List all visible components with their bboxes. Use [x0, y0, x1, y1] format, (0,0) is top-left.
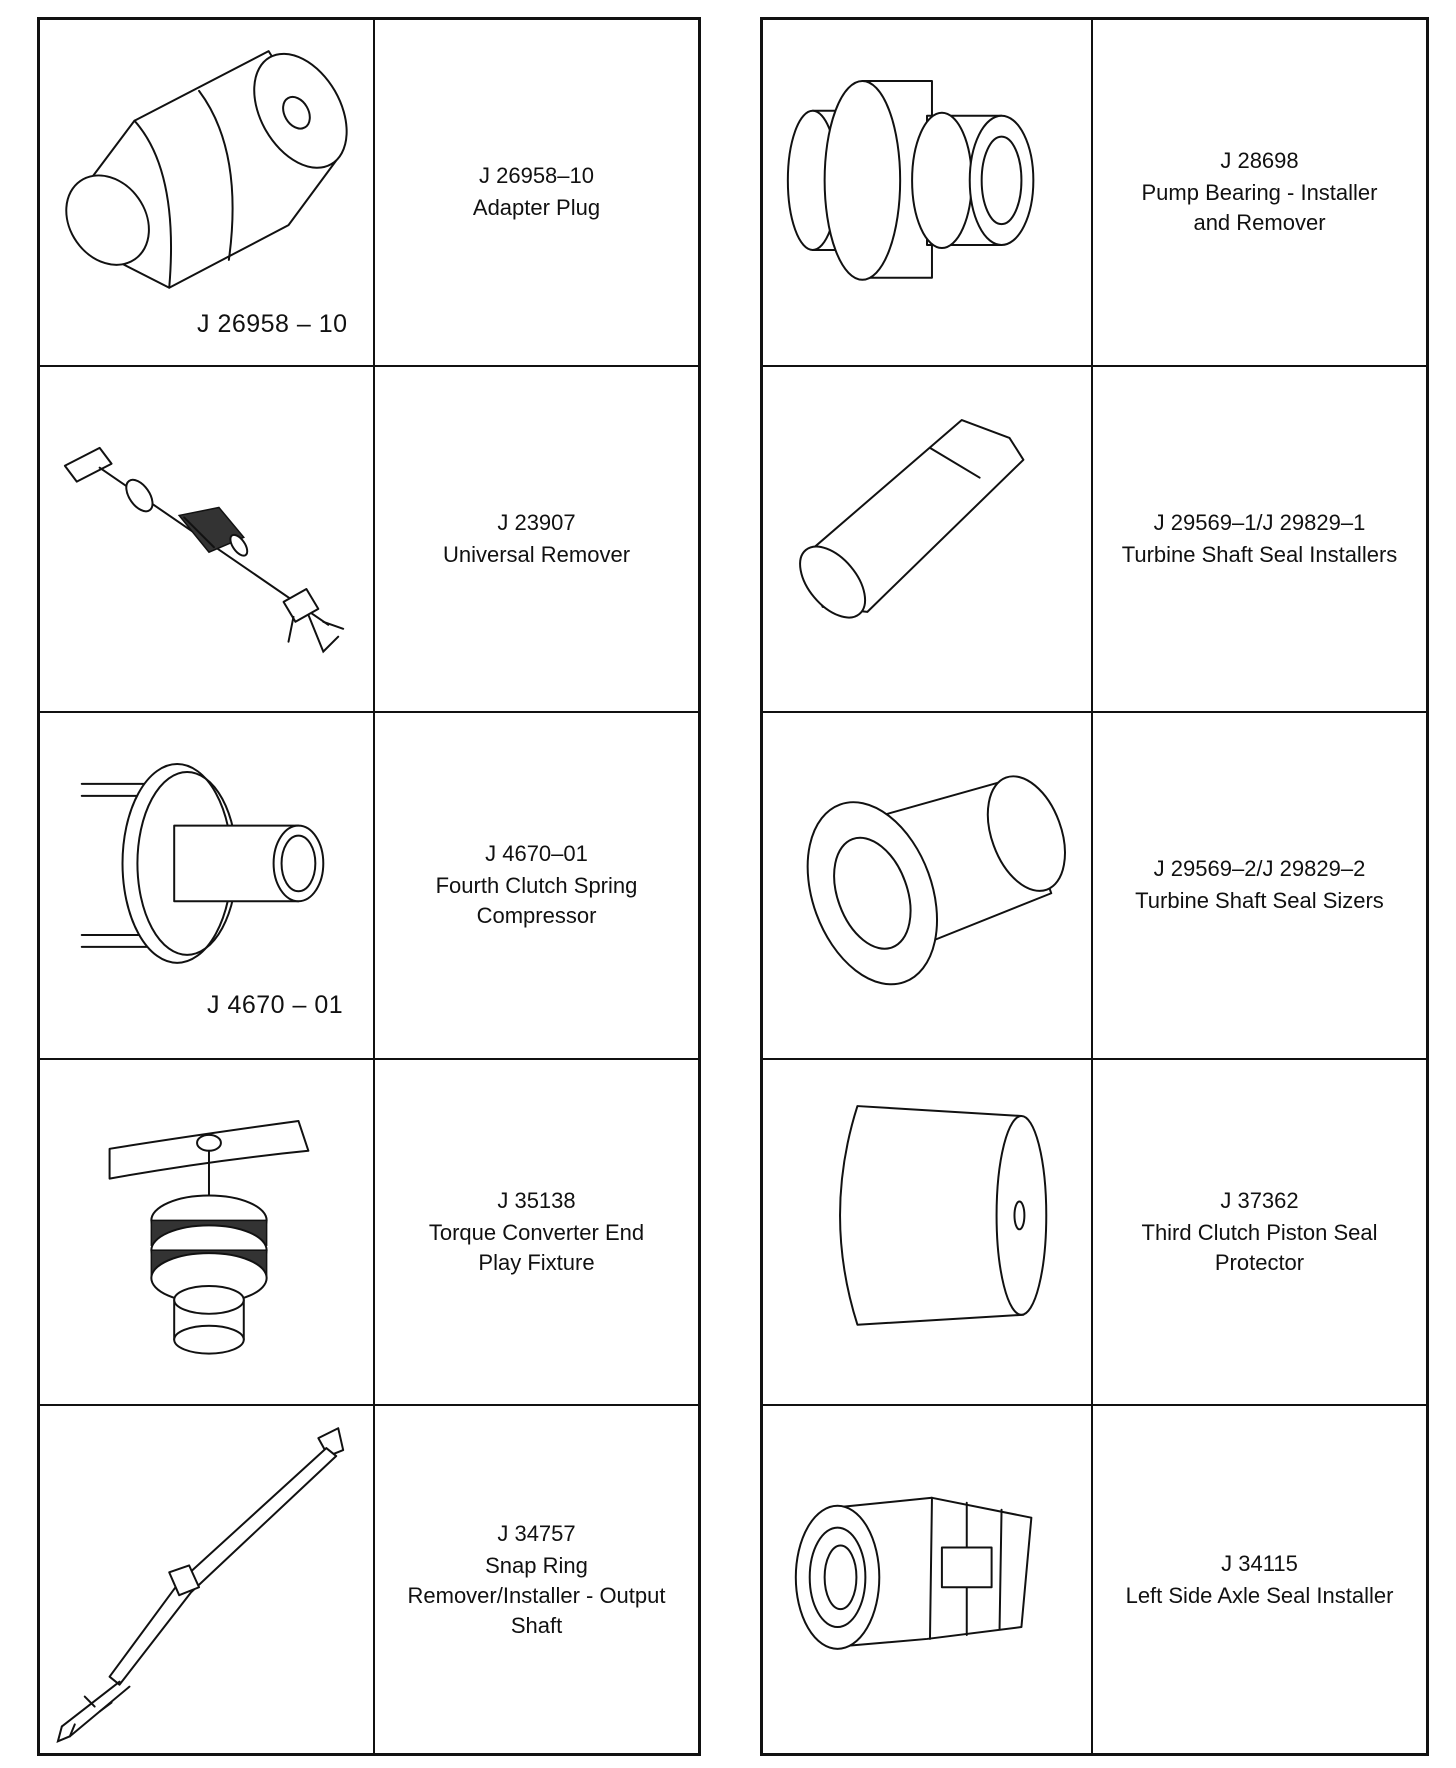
seal-sizer-icon: [806, 775, 1066, 986]
tool-description: J 23907 Universal Remover: [375, 367, 698, 712]
tool-number: J 34115: [1221, 1550, 1298, 1576]
tool-callout: J 4670 – 01: [207, 991, 344, 1020]
tool-row: J 26958 – 10 J 26958–10 Adapter Plug: [40, 20, 698, 367]
tool-picture-cell: [763, 1059, 1093, 1405]
tool-picture-cell: [40, 366, 375, 712]
tool-picture-cell: [40, 1059, 375, 1405]
tool-number: J 26958–10: [479, 163, 594, 189]
axle-seal-installer-icon: [794, 1497, 1033, 1651]
tool-description: J 28698 Pump Bearing - Installer and Rem…: [1093, 20, 1426, 365]
tool-description: J 29569–1/J 29829–1 Turbine Shaft Seal I…: [1093, 367, 1426, 712]
tool-description: J 4670–01 Fourth Clutch Spring Compresso…: [375, 713, 698, 1058]
tool-number: J 29569–1/J 29829–1: [1153, 509, 1366, 535]
tool-row: J 35138 Torque Converter End Play Fixtur…: [40, 1059, 698, 1407]
tool-name: Fourth Clutch Spring Compressor: [435, 873, 638, 929]
tool-name: Turbine Shaft Seal Installers: [1121, 541, 1398, 567]
bearing-installer-icon: [786, 79, 1035, 281]
tool-name: Universal Remover: [442, 541, 631, 567]
tool-picture-cell: J 26958 – 10: [40, 20, 375, 365]
tool-name: Left Side Axle Seal Installer: [1125, 1582, 1394, 1608]
tool-callout: J 26958 – 10: [197, 310, 348, 338]
tool-number: J 4670–01: [485, 841, 588, 867]
spring-compressor-icon: [80, 763, 325, 965]
tool-table-left: J 26958 – 10 J 26958–10 Adapter Plug J 2…: [37, 17, 701, 1756]
tool-description: J 34757 Snap Ring Remover/Installer - Ou…: [375, 1406, 698, 1753]
tool-row: J 29569–1/J 29829–1 Turbine Shaft Seal I…: [763, 366, 1426, 714]
tool-picture-cell: [40, 1406, 375, 1753]
tool-table-right: J 28698 Pump Bearing - Installer and Rem…: [760, 17, 1429, 1756]
tool-row: J 29569–2/J 29829–2 Turbine Shaft Seal S…: [763, 713, 1426, 1060]
tool-picture-cell: [763, 366, 1093, 712]
tool-number: J 37362: [1220, 1188, 1299, 1214]
tool-name: Turbine Shaft Seal Sizers: [1135, 888, 1384, 914]
tool-name: Snap Ring Remover/Installer - Output Sha…: [407, 1552, 666, 1638]
tool-row: J 23907 Universal Remover: [40, 366, 698, 714]
tool-picture-cell: [763, 713, 1093, 1058]
tool-row: J 37362 Third Clutch Piston Seal Protect…: [763, 1059, 1426, 1407]
tool-number: J 23907: [497, 509, 576, 535]
tool-picture-cell: [763, 20, 1093, 365]
tool-description: J 37362 Third Clutch Piston Seal Protect…: [1093, 1060, 1426, 1405]
tool-description: J 34115 Left Side Axle Seal Installer: [1093, 1406, 1426, 1753]
seal-installer-icon: [799, 418, 1025, 619]
universal-remover-icon: [63, 446, 345, 653]
tool-number: J 34757: [497, 1520, 576, 1546]
seal-protector-icon: [839, 1104, 1048, 1326]
tool-name: Torque Converter End Play Fixture: [428, 1220, 645, 1276]
tool-name: Adapter Plug: [472, 195, 601, 221]
tool-number: J 29569–2/J 29829–2: [1153, 856, 1366, 882]
tool-picture-cell: [763, 1406, 1093, 1753]
tool-row: J 34115 Left Side Axle Seal Installer: [763, 1406, 1426, 1753]
tool-picture-cell: J 4670 – 01: [40, 713, 375, 1058]
tool-number: J 28698: [1220, 148, 1299, 174]
tool-row: J 28698 Pump Bearing - Installer and Rem…: [763, 20, 1426, 367]
tool-description: J 29569–2/J 29829–2 Turbine Shaft Seal S…: [1093, 713, 1426, 1058]
tool-number: J 35138: [497, 1188, 576, 1214]
tool-name: Pump Bearing - Installer and Remover: [1141, 180, 1378, 236]
tool-description: J 26958–10 Adapter Plug: [375, 20, 698, 365]
adapter-plug-icon: [65, 50, 348, 289]
end-play-fixture-icon: [108, 1119, 310, 1355]
tool-row: J 34757 Snap Ring Remover/Installer - Ou…: [40, 1406, 698, 1753]
tool-name: Third Clutch Piston Seal Protector: [1141, 1220, 1378, 1276]
snap-ring-tool-icon: [56, 1427, 345, 1744]
tool-row: J 4670 – 01 J 4670–01 Fourth Clutch Spri…: [40, 713, 698, 1060]
tool-description: J 35138 Torque Converter End Play Fixtur…: [375, 1060, 698, 1405]
